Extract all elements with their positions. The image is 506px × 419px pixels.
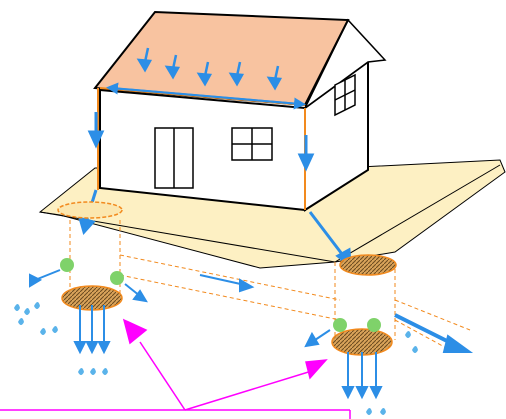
lateral-flow-arrows bbox=[29, 269, 474, 353]
gutter-flow-arrows bbox=[106, 82, 306, 110]
node-markers bbox=[60, 258, 381, 332]
infiltration-chamber-right bbox=[331, 254, 397, 356]
house-window-front bbox=[231, 127, 273, 161]
callout-arrowhead-left bbox=[122, 318, 148, 345]
infiltration-arrows bbox=[73, 305, 383, 400]
rain-drop-icons bbox=[14, 302, 418, 415]
callout bbox=[0, 318, 351, 419]
house-front-wall bbox=[99, 88, 306, 212]
house-window-side bbox=[334, 73, 356, 117]
house bbox=[93, 10, 387, 212]
roof-rain-arrows bbox=[136, 47, 283, 91]
callout-arrowhead-right bbox=[305, 359, 328, 380]
